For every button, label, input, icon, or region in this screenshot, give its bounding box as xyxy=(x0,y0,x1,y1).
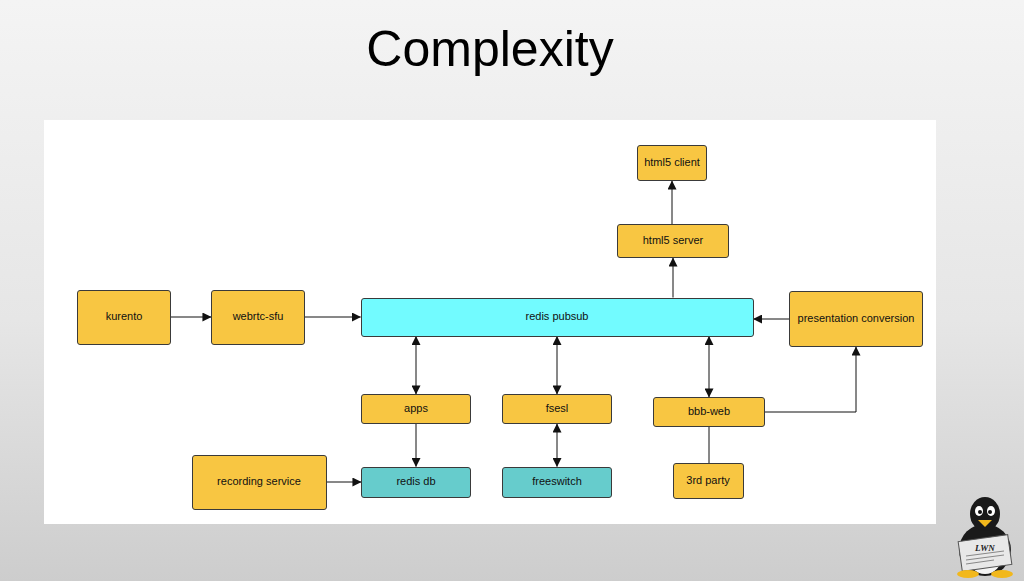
connector xyxy=(416,337,417,395)
box-label: html5 client xyxy=(644,156,700,169)
box-label: redis pubsub xyxy=(526,310,589,323)
box-label: freeswitch xyxy=(532,475,582,488)
connector xyxy=(709,337,710,398)
process-box: presentation conversion xyxy=(789,291,923,347)
connector xyxy=(305,317,361,318)
process-box: freeswitch xyxy=(502,467,612,498)
box-label: html5 server xyxy=(643,234,704,247)
box-label: apps xyxy=(404,402,428,415)
process-box: webrtc-sfu xyxy=(211,290,305,345)
box-label: recording service xyxy=(217,475,301,488)
process-box: 3rd party xyxy=(673,463,744,499)
lwn-penguin-logo xyxy=(948,494,1022,578)
process-box: redis pubsub xyxy=(361,298,754,337)
box-label: webrtc-sfu xyxy=(233,310,284,323)
box-label: 3rd party xyxy=(686,474,729,487)
connector xyxy=(709,427,710,463)
connector xyxy=(557,424,558,467)
box-label: presentation conversion xyxy=(798,312,915,325)
process-box: kurento xyxy=(77,290,171,345)
process-box: bbb-web xyxy=(653,397,765,427)
process-box: redis db xyxy=(361,467,471,498)
logo-text: LWN xyxy=(975,544,995,553)
slide-title: Complexity xyxy=(0,22,980,77)
process-box: recording service xyxy=(192,455,327,510)
box-label: redis db xyxy=(396,475,435,488)
connector xyxy=(327,482,362,483)
connector xyxy=(171,317,211,318)
connector xyxy=(673,258,674,298)
process-box: html5 client xyxy=(637,145,707,181)
connector xyxy=(416,424,417,467)
box-label: fsesl xyxy=(546,402,569,415)
process-box: html5 server xyxy=(617,224,729,258)
connector xyxy=(765,347,856,412)
process-box: apps xyxy=(361,394,471,424)
connector xyxy=(557,337,558,395)
box-label: bbb-web xyxy=(688,405,730,418)
box-label: kurento xyxy=(106,310,143,323)
connector xyxy=(672,181,673,224)
connector xyxy=(754,319,790,320)
process-box: fsesl xyxy=(502,394,612,424)
